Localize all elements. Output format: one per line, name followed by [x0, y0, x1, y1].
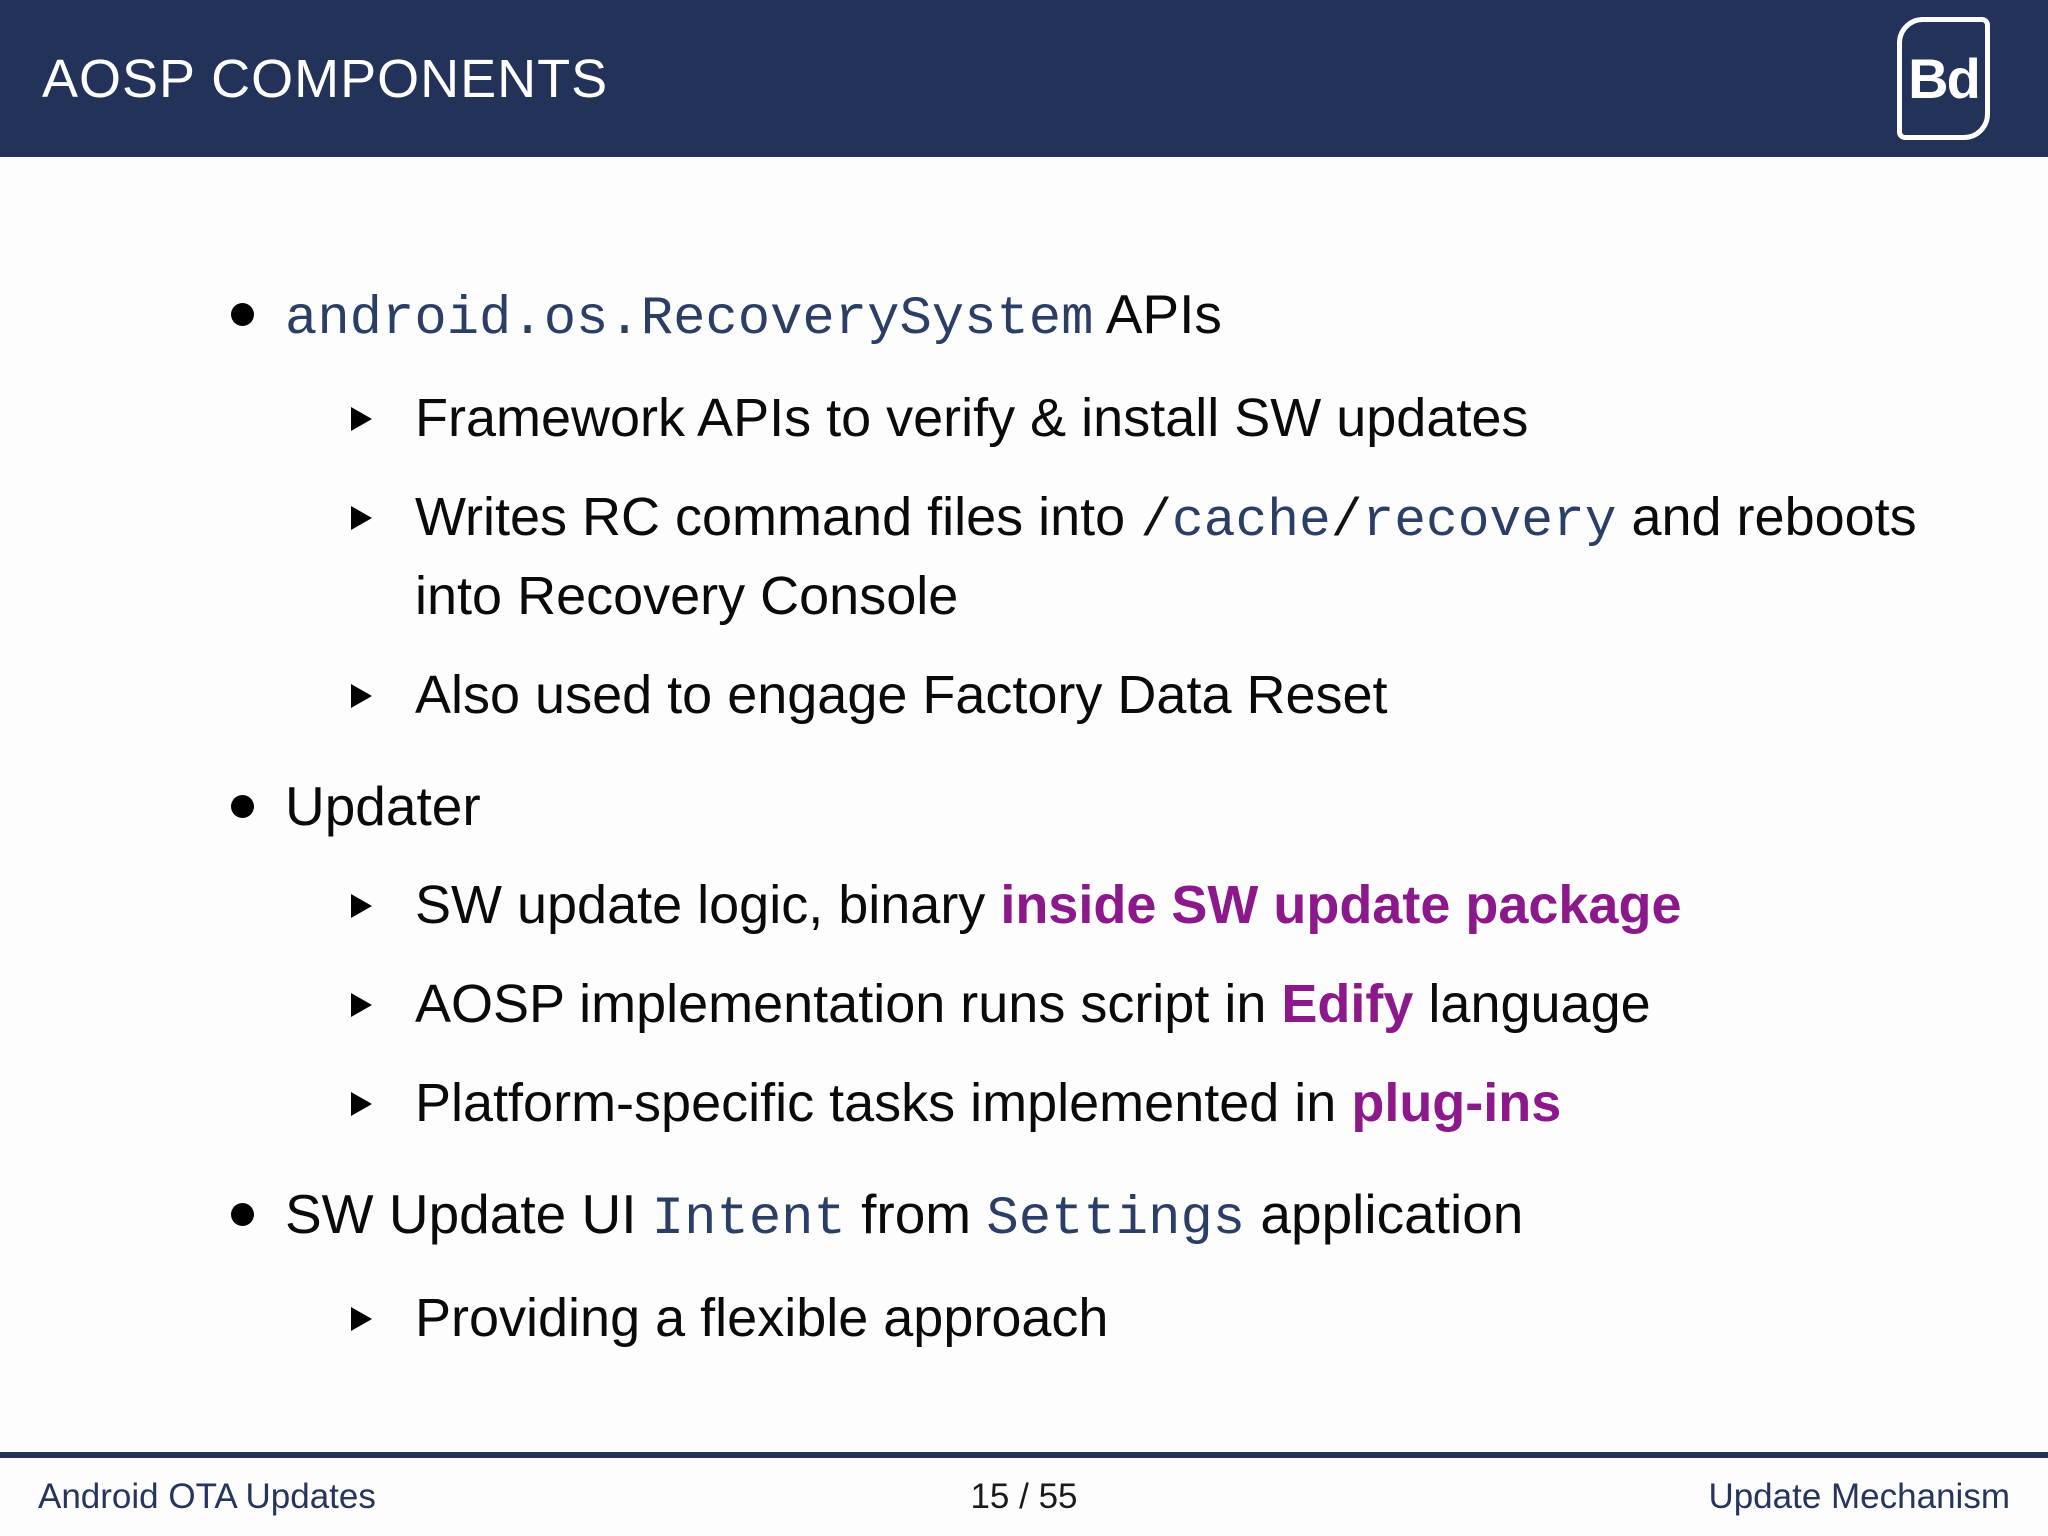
bullet-item: Updater [228, 769, 2048, 844]
text-segment-normal: APIs [1093, 283, 1222, 345]
text-segment-normal: application [1245, 1183, 1524, 1245]
brand-logo-text: Bd [1908, 47, 1981, 110]
sub-bullet-item: AOSP implementation runs script in Edify… [348, 967, 2048, 1042]
text-segment-alert: plug-ins [1351, 1073, 1562, 1133]
bullet-text: Providing a flexible approach [415, 1281, 1108, 1356]
triangle-bullet-icon [348, 967, 415, 1017]
slide-header: AOSP COMPONENTS Bd [0, 0, 2048, 157]
footer-divider [0, 1452, 2048, 1458]
text-segment-code: Intent [651, 1189, 846, 1250]
text-segment-normal: language [1413, 974, 1651, 1034]
text-segment-code: android.os.RecoverySystem [285, 289, 1094, 350]
sub-bullet-item: Platform-specific tasks implemented in p… [348, 1066, 2048, 1141]
text-segment-code: cache [1171, 491, 1331, 551]
text-segment-code: recovery [1362, 491, 1617, 551]
text-segment-code: Settings [986, 1189, 1246, 1250]
triangle-bullet-icon [348, 658, 415, 708]
bullet-text: android.os.RecoverySystem APIs [285, 277, 1222, 357]
bullet-text: SW update logic, binary inside SW update… [415, 868, 1681, 943]
sub-bullet-item: SW update logic, binary inside SW update… [348, 868, 2048, 943]
bullet-text: SW Update UI Intent from Settings applic… [285, 1177, 1523, 1257]
triangle-bullet-icon [348, 868, 415, 918]
footer-page-number: 15 / 55 [970, 1477, 1078, 1516]
slide-title: AOSP COMPONENTS [42, 48, 609, 109]
text-segment-normal: AOSP implementation runs script in [415, 974, 1282, 1034]
text-segment-normal: Framework APIs to verify & install SW up… [415, 388, 1529, 448]
text-segment-normal: Writes RC command files into [415, 487, 1141, 547]
text-segment-normal: SW Update UI [285, 1183, 652, 1245]
slide-footer: Android OTA Updates 15 / 55 Update Mecha… [0, 1458, 2048, 1536]
triangle-bullet-icon [348, 381, 415, 431]
text-segment-alert: inside SW update package [1000, 875, 1682, 935]
text-segment-normal: and reboots into Recovery Console [415, 487, 1917, 626]
text-segment-code-black: / [1140, 491, 1172, 551]
text-segment-normal: Providing a flexible approach [415, 1288, 1109, 1348]
bullet-text: Also used to engage Factory Data Reset [415, 658, 1388, 733]
bullet-text: Framework APIs to verify & install SW up… [415, 381, 1528, 456]
triangle-bullet-icon [348, 480, 415, 530]
triangle-bullet-icon [348, 1281, 415, 1331]
text-segment-normal: Also used to engage Factory Data Reset [415, 665, 1388, 725]
disc-bullet-icon [228, 277, 285, 326]
text-segment-normal: from [845, 1183, 987, 1245]
disc-bullet-icon [228, 1177, 285, 1226]
triangle-bullet-icon [348, 1066, 415, 1116]
bullet-text: Writes RC command files into /cache/reco… [415, 480, 1920, 634]
bullet-text: Platform-specific tasks implemented in p… [415, 1066, 1561, 1141]
brand-logo: Bd [1897, 17, 1990, 140]
footer-deck-title: Android OTA Updates [38, 1477, 376, 1516]
text-segment-code-black: / [1330, 491, 1363, 551]
footer-section-name: Update Mechanism [1708, 1477, 2010, 1516]
disc-bullet-icon [228, 769, 285, 818]
text-segment-alert: Edify [1281, 974, 1414, 1034]
bullet-text: Updater [285, 769, 481, 844]
sub-bullet-item: Providing a flexible approach [348, 1281, 2048, 1356]
text-segment-normal: Updater [285, 775, 481, 837]
bullet-text: AOSP implementation runs script in Edify… [415, 967, 1651, 1042]
bullet-item: SW Update UI Intent from Settings applic… [228, 1177, 2048, 1257]
sub-bullet-item: Also used to engage Factory Data Reset [348, 658, 2048, 733]
bullet-item: android.os.RecoverySystem APIs [228, 277, 2048, 357]
sub-bullet-item: Framework APIs to verify & install SW up… [348, 381, 2048, 456]
sub-bullet-item: Writes RC command files into /cache/reco… [348, 480, 2048, 634]
text-segment-normal: SW update logic, binary [415, 875, 1001, 935]
text-segment-normal: Platform-specific tasks implemented in [415, 1073, 1352, 1133]
